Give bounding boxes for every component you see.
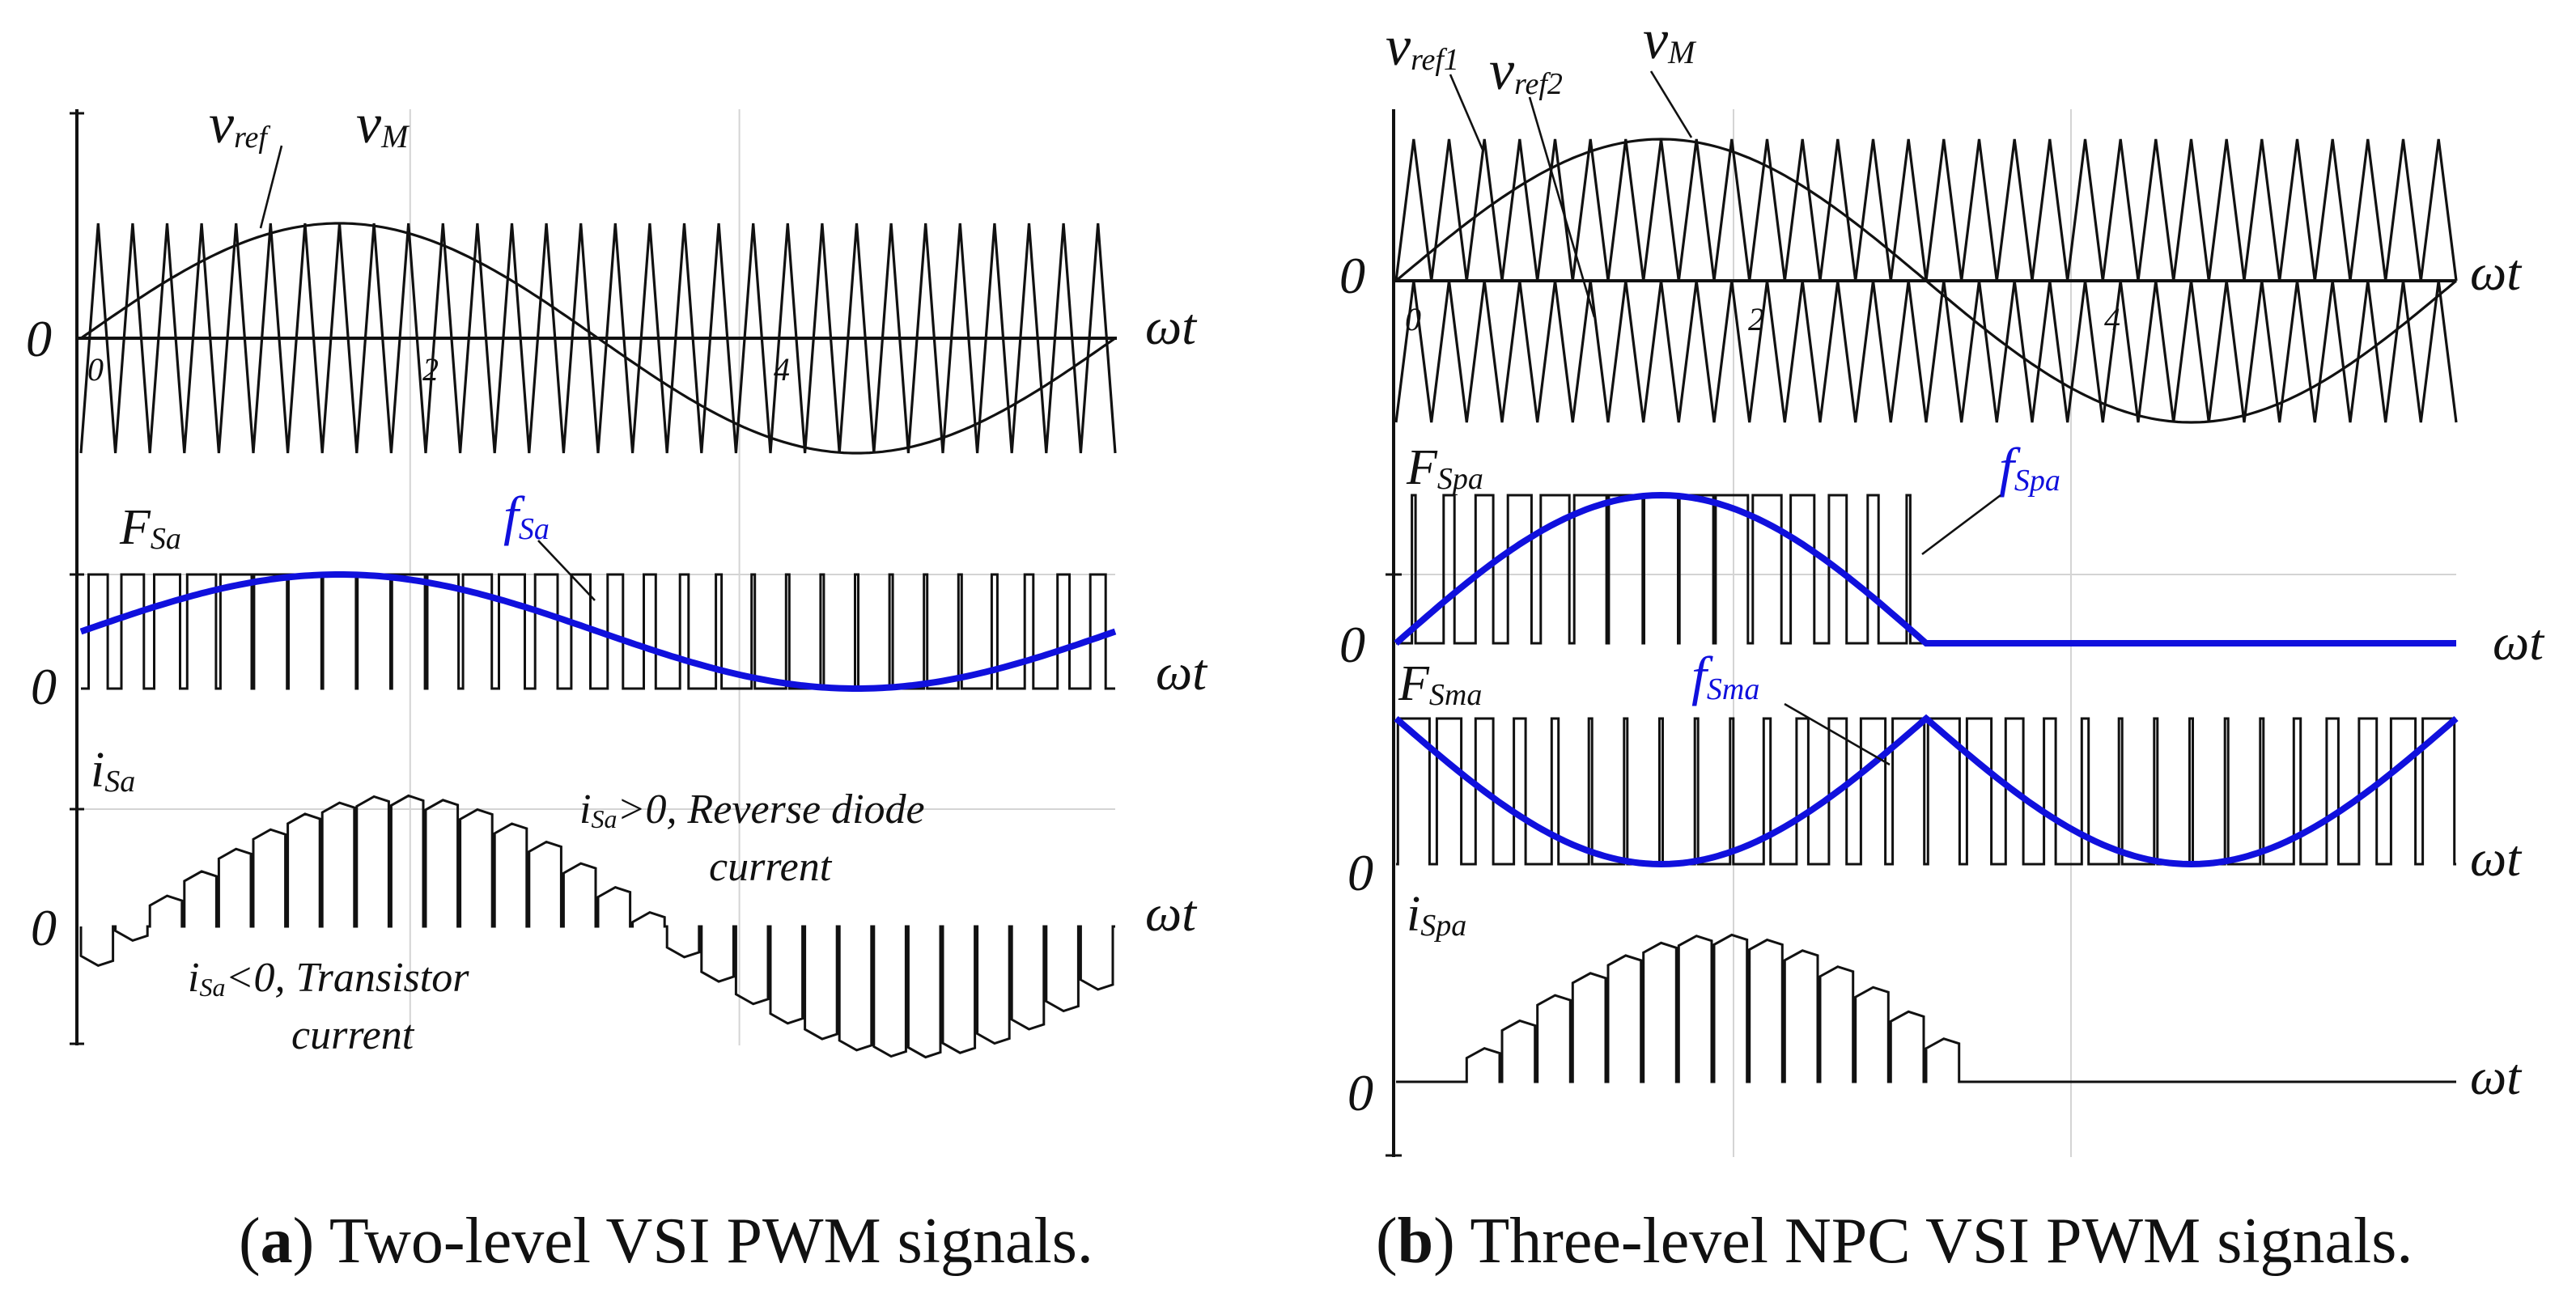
panel-b-phase-current xyxy=(1396,933,2456,1083)
panel-b-vref1-leader xyxy=(1449,74,1484,150)
panel-b-f-sma-leader xyxy=(1784,702,1891,766)
panel-b-i-spa-label: iSpa xyxy=(1407,887,1466,943)
panel-a-tick-label-0: 0 xyxy=(87,351,104,388)
panel-b-caption: (b) Three-level NPC VSI PWM signals. xyxy=(1376,1206,2413,1277)
panel-b-bot-zero: 0 xyxy=(1347,1064,1373,1121)
panel-a-vref-label: vref xyxy=(209,93,270,155)
panel-b-top-omega-t: ωt xyxy=(2470,244,2523,301)
panel-b-spa-omega-t: ωt xyxy=(2493,613,2545,671)
panel-b-spa-switching-signal xyxy=(1396,494,2456,645)
panel-b-upper-carrier xyxy=(1394,138,2458,282)
panel-b-spa-switching-function xyxy=(1394,491,2456,646)
panel-b-top-zero: 0 xyxy=(1339,247,1365,304)
panel-a: 0 2 4 vref vM 0 ωt FSa fSa 0 ωt iSa 0 ωt… xyxy=(26,93,1208,1277)
panel-b-sma-switching-signal xyxy=(1396,717,2456,866)
panel-b-lower-carrier xyxy=(1394,280,2458,423)
panel-b-f-sma-label: fSma xyxy=(1691,645,1759,706)
panel-a-mid-omega-t: ωt xyxy=(1156,643,1208,701)
panel-a-bot-omega-t: ωt xyxy=(1145,884,1198,942)
panel-a-switching-signal xyxy=(81,573,1115,690)
panel-b-F-sma-label: FSma xyxy=(1398,656,1482,712)
panel-a-transistor-annotation-line2: current xyxy=(291,1012,415,1058)
panel-a-f-label: fSa xyxy=(503,485,550,546)
panel-a-caption: (a) Two-level VSI PWM signals. xyxy=(239,1206,1093,1277)
panel-b-modulating-sine xyxy=(1394,138,2458,424)
panel-a-modulating-sine xyxy=(80,222,1116,455)
panel-a-tick-label-2: 2 xyxy=(422,351,439,388)
panel-b-grid xyxy=(1396,109,2456,1157)
panel-b-f-spa-leader xyxy=(1921,494,2001,556)
panel-a-carrier-triangle-wave xyxy=(79,223,1117,454)
panel-a-F-label: FSa xyxy=(119,500,181,556)
panel-a-mid-zero: 0 xyxy=(31,658,57,715)
panel-a-diode-annotation: iSa>0, Reverse diode xyxy=(579,786,925,833)
panel-a-f-leader xyxy=(537,540,596,601)
panel-b-vref2-label: vref2 xyxy=(1489,40,1563,102)
panel-a-i-label: iSa xyxy=(91,743,135,799)
panel-a-diode-annotation-line2: current xyxy=(709,844,833,890)
panel-b-F-spa-label: FSpa xyxy=(1406,440,1483,496)
panel-b-vm-label: vM xyxy=(1643,9,1697,71)
panel-b-bot-omega-t: ωt xyxy=(2470,1048,2523,1105)
panel-b-vref1-label: vref1 xyxy=(1386,15,1459,78)
panel-a-top-zero: 0 xyxy=(26,310,52,367)
panel-a-top-omega-t: ωt xyxy=(1145,298,1198,355)
panel-a-bot-zero: 0 xyxy=(31,899,57,956)
panel-a-vm-label: vM xyxy=(356,93,410,155)
panel-b-vm-leader xyxy=(1649,70,1693,138)
panel-b: 0 2 4 vref1 vref2 vM 0 ωt FSpa fSpa 0 ωt… xyxy=(1339,9,2545,1277)
panel-b-sma-zero: 0 xyxy=(1347,844,1373,901)
panel-b-sma-switching-function xyxy=(1394,714,2459,868)
panel-b-spa-zero: 0 xyxy=(1339,616,1365,673)
panel-a-transistor-annotation: iSa<0, Transistor xyxy=(188,955,469,1002)
panel-a-vref-leader xyxy=(259,145,283,229)
panel-a-switching-function xyxy=(79,571,1117,692)
panel-b-vref2-leader xyxy=(1528,96,1596,318)
panel-b-f-spa-label: fSpa xyxy=(1999,436,2060,498)
panel-b-sma-omega-t: ωt xyxy=(2470,829,2523,887)
panel-a-phase-current xyxy=(79,794,1115,1059)
